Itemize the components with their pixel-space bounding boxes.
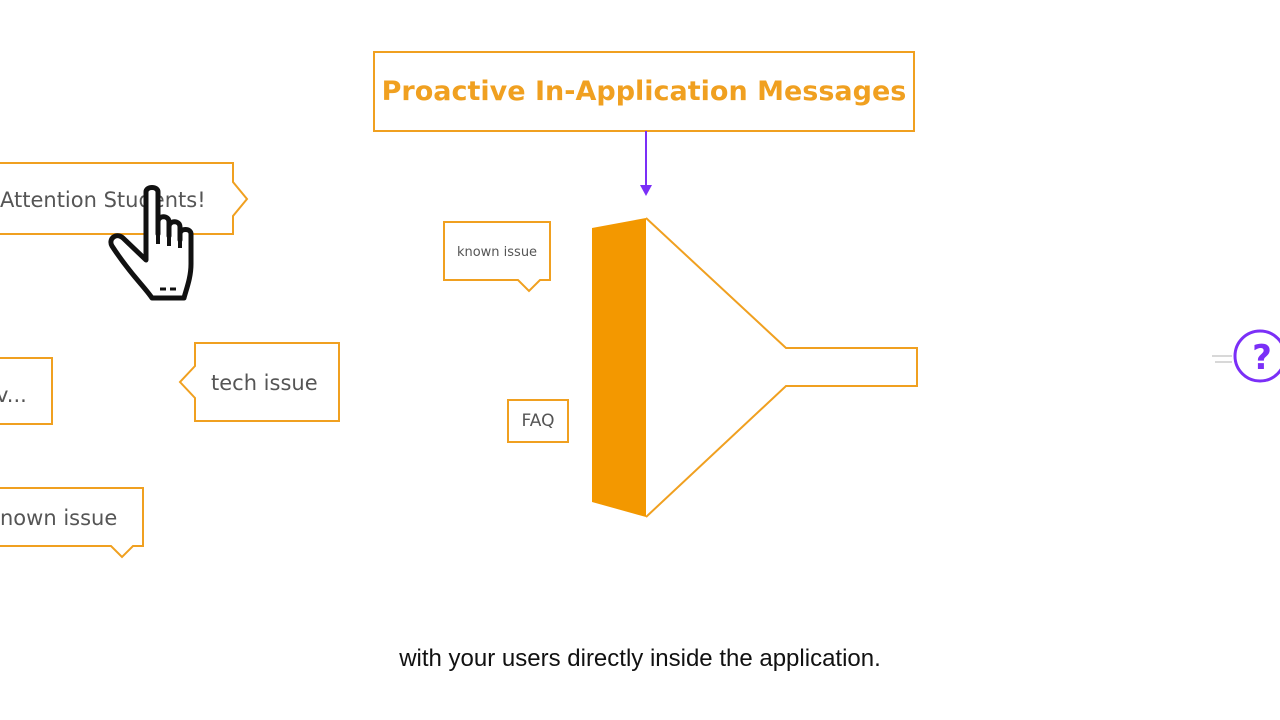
attention-bubble — [0, 162, 249, 235]
known-issue-small-label: known issue — [456, 244, 538, 260]
svg-text:?: ? — [1252, 338, 1272, 378]
known-issue-left-bubble — [0, 487, 144, 559]
tech-issue-bubble — [178, 342, 340, 422]
partial-bubble-label: v... — [0, 383, 27, 407]
faq-bubble — [507, 399, 569, 443]
known-issue-small-bubble — [443, 221, 551, 293]
funnel-shape — [592, 217, 918, 518]
faq-label: FAQ — [521, 411, 555, 431]
diagram-title: Proactive In-Application Messages — [381, 75, 907, 107]
pointing-hand-icon — [108, 185, 194, 301]
known-issue-left-label: nown issue — [0, 506, 118, 530]
attention-bubble-label: Attention Students! — [0, 188, 206, 212]
title-box — [373, 51, 915, 132]
question-mark-circle-icon[interactable]: ? — [1212, 329, 1280, 383]
tech-issue-label: tech issue — [211, 371, 318, 395]
down-arrow — [640, 131, 652, 196]
partial-bubble — [0, 357, 53, 425]
video-caption: with your users directly inside the appl… — [399, 645, 881, 672]
